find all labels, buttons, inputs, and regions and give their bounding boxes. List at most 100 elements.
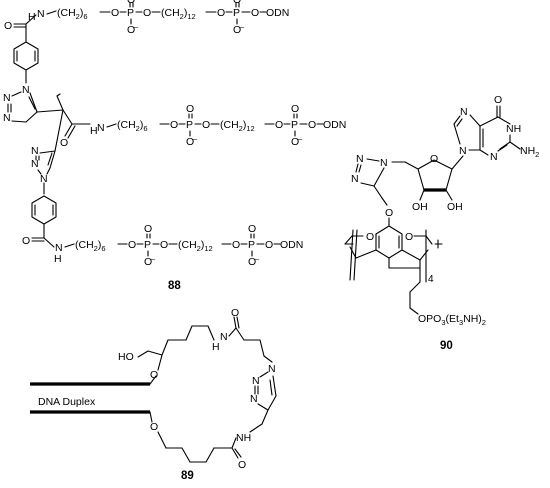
svg-text:N: N <box>268 363 276 375</box>
svg-text:O: O <box>248 223 256 235</box>
svg-text:O: O <box>231 307 239 319</box>
amide-o-top: O <box>4 20 12 32</box>
svg-text:N: N <box>31 145 39 157</box>
svg-text:O: O <box>186 136 194 148</box>
svg-text:N: N <box>351 173 359 185</box>
svg-text:NH: NH <box>506 123 521 135</box>
svg-text:(CH2)6: (CH2)6 <box>117 119 148 133</box>
svg-text:N: N <box>220 331 228 343</box>
svg-text:O: O <box>150 421 158 433</box>
svg-text:NH2: NH2 <box>520 145 539 159</box>
svg-text:OH: OH <box>412 201 428 213</box>
svg-text:O: O <box>291 103 299 115</box>
svg-text:P: P <box>144 239 151 251</box>
svg-text:O: O <box>265 239 273 251</box>
triazole-upper: N N N <box>3 84 64 124</box>
ch2-1b: (CH2)12 <box>161 7 196 21</box>
compound-89: DNA Duplex O HO H N O N N N <box>30 307 277 482</box>
compound-89-label: 89 <box>181 470 194 482</box>
svg-text:O: O <box>366 231 374 243</box>
svg-text:O: O <box>150 369 158 381</box>
chain-row-3: H N (CH2)6 O P O O – O (CH2)12 O P O O <box>54 223 303 268</box>
svg-text:O: O <box>385 207 393 219</box>
svg-text:N: N <box>460 106 468 118</box>
chain-row-2: H N (CH2)6 O P O O – O (CH2)12 O P O O <box>90 103 346 148</box>
svg-text:P: P <box>248 239 255 251</box>
svg-text:O: O <box>291 136 299 148</box>
svg-text:O: O <box>248 256 256 268</box>
svg-text:N: N <box>250 393 258 405</box>
svg-text:O: O <box>430 153 438 165</box>
svg-text:N: N <box>380 157 388 169</box>
compound-90-label: 90 <box>440 340 453 352</box>
svg-text:O: O <box>494 94 502 106</box>
compound-88-label: 88 <box>168 280 181 292</box>
svg-text:N: N <box>252 375 260 387</box>
nh-n-3: N <box>55 242 63 254</box>
svg-text:O: O <box>232 239 240 251</box>
odn-1: ODN <box>266 7 289 19</box>
svg-text:N: N <box>3 112 11 124</box>
ch2-1a: (CH2)6 <box>57 7 88 21</box>
svg-text:O: O <box>238 459 246 471</box>
svg-text:N: N <box>31 158 39 170</box>
amide-o-mid: O <box>60 137 68 149</box>
p-o-bot-1a: O <box>127 24 135 36</box>
svg-text:–: – <box>298 134 303 143</box>
p-o-top-1a: O <box>127 0 135 6</box>
svg-text:–: – <box>151 254 156 263</box>
svg-text:–: – <box>255 254 260 263</box>
svg-text:O: O <box>170 119 178 131</box>
phosphate-group: OPO3(Et3NH)2 <box>418 313 486 327</box>
benzamide-bottom: O <box>22 195 57 248</box>
svg-text:O: O <box>144 223 152 235</box>
svg-text:O: O <box>160 239 168 251</box>
svg-text:O: O <box>308 119 316 131</box>
o-1b: O <box>143 7 151 19</box>
benzamide-top: O <box>4 14 39 84</box>
svg-text:O: O <box>233 0 241 6</box>
svg-text:N: N <box>356 153 364 165</box>
nh-h-3: H <box>54 253 62 265</box>
svg-text:–: – <box>240 22 245 31</box>
duplex-label: DNA Duplex <box>38 396 96 408</box>
central-methine: O <box>54 93 91 152</box>
nh-h-2: H <box>90 125 98 137</box>
svg-text:(CH2)12: (CH2)12 <box>220 119 255 133</box>
repeat-count: 4 <box>428 274 434 285</box>
compound-90: O NH NH2 N N N O <box>344 94 539 352</box>
ribose-ring: O OH OH <box>391 153 464 213</box>
svg-text:N: N <box>40 173 48 185</box>
o-1a: O <box>111 7 119 19</box>
svg-text:O: O <box>251 7 259 19</box>
svg-text:O: O <box>128 239 136 251</box>
nh-n-1: N <box>37 8 45 20</box>
o-1c: O <box>217 7 225 19</box>
svg-text:NH: NH <box>236 432 251 444</box>
svg-text:–: – <box>193 134 198 143</box>
svg-text:P: P <box>186 119 193 131</box>
compound-88: H N (CH2)6 O P O O – O (CH2)12 O P O O <box>3 0 346 292</box>
p-1a: P <box>127 7 134 19</box>
svg-text:N: N <box>22 84 30 96</box>
svg-text:O: O <box>233 24 241 36</box>
svg-text:HO: HO <box>118 351 134 363</box>
svg-text:OH: OH <box>447 201 463 213</box>
odn-3: ODN <box>280 239 303 251</box>
svg-text:N: N <box>459 145 467 157</box>
p-1b: P <box>233 7 240 19</box>
triazole-lower: N N N <box>31 145 56 195</box>
svg-text:O: O <box>275 119 283 131</box>
svg-text:O: O <box>405 231 413 243</box>
svg-text:(CH2)6: (CH2)6 <box>75 239 106 253</box>
svg-text:–: – <box>134 22 139 31</box>
svg-text:H: H <box>212 341 220 353</box>
svg-text:O: O <box>202 119 210 131</box>
amide-o-bot: O <box>22 235 30 247</box>
triazole-90: N N N O <box>351 153 393 219</box>
guanine-base: O NH NH2 N N N <box>453 94 539 163</box>
svg-text:N: N <box>490 151 498 163</box>
nh-n-2: N <box>97 122 105 134</box>
svg-text:O: O <box>144 256 152 268</box>
